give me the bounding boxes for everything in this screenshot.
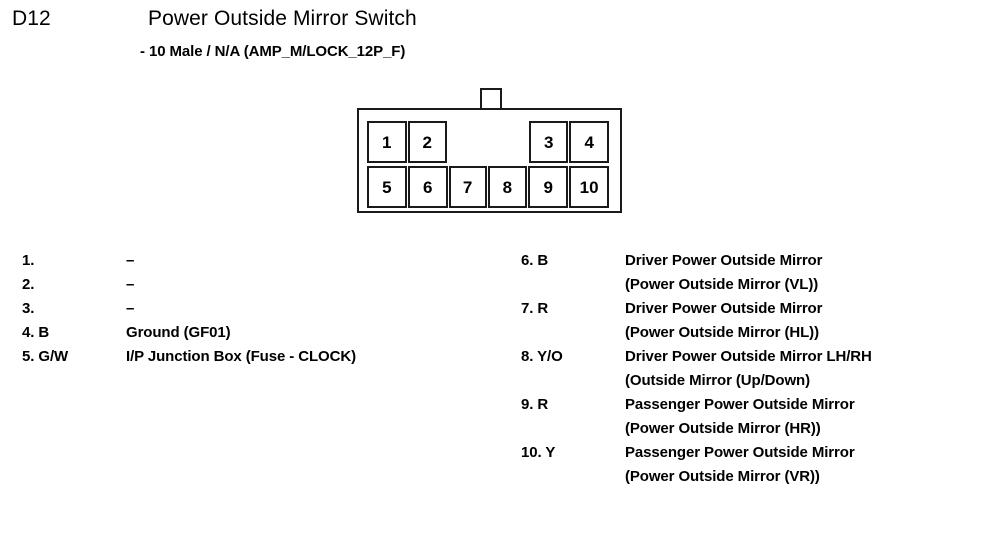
pin-entry-3: 3. – bbox=[22, 300, 492, 324]
pin-entry-7: 7. R Driver Power Outside Mirror (Power … bbox=[521, 300, 981, 348]
pin-cavity-10: 10 bbox=[569, 166, 609, 208]
connector-latch-tab bbox=[480, 88, 502, 110]
pin-description: – bbox=[126, 276, 135, 293]
pin-entry-8: 8. Y/O Driver Power Outside Mirror LH/RH… bbox=[521, 348, 981, 396]
connector-code: D12 bbox=[12, 7, 51, 30]
pin-description-list-left: 1. – 2. – 3. – 4. B Ground (GF01) 5. G/W… bbox=[22, 252, 492, 372]
pin-line: 3. – bbox=[22, 300, 492, 324]
connector-pin-row-bottom: 5 6 7 8 9 10 bbox=[367, 166, 610, 208]
pin-line-continued: (Power Outside Mirror (VR)) bbox=[521, 468, 981, 492]
pin-line: 2. – bbox=[22, 276, 492, 300]
pin-line-continued: (Outside Mirror (Up/Down) bbox=[521, 372, 981, 396]
pin-line: 7. R Driver Power Outside Mirror bbox=[521, 300, 981, 324]
pin-description: Driver Power Outside Mirror LH/RH bbox=[625, 348, 872, 365]
pin-cavity-5: 5 bbox=[367, 166, 407, 208]
pin-line-continued: (Power Outside Mirror (HL)) bbox=[521, 324, 981, 348]
pin-description: – bbox=[126, 300, 135, 317]
pin-line-continued: (Power Outside Mirror (HR)) bbox=[521, 420, 981, 444]
pin-description: Passenger Power Outside Mirror bbox=[625, 444, 855, 461]
pin-description: – bbox=[126, 252, 135, 269]
pin-cavity-2: 2 bbox=[407, 121, 448, 163]
pin-number-and-color: 7. R bbox=[521, 300, 549, 317]
pin-description-secondary: (Power Outside Mirror (VR)) bbox=[625, 468, 820, 485]
page-title: Power Outside Mirror Switch bbox=[148, 7, 417, 30]
pin-number-and-color: 3. bbox=[22, 300, 35, 317]
pin-line: 1. – bbox=[22, 252, 492, 276]
connector-pin-row-top: 1 2 3 4 bbox=[367, 121, 610, 163]
pin-line: 9. R Passenger Power Outside Mirror bbox=[521, 396, 981, 420]
pin-cavity-3: 3 bbox=[528, 121, 569, 163]
connector-diagram: 1 2 3 4 5 6 7 8 9 10 bbox=[355, 88, 625, 218]
pin-description: Driver Power Outside Mirror bbox=[625, 252, 823, 269]
pin-row-gap bbox=[448, 121, 529, 163]
pin-line: 4. B Ground (GF01) bbox=[22, 324, 492, 348]
pin-line: 6. B Driver Power Outside Mirror bbox=[521, 252, 981, 276]
pin-entry-2: 2. – bbox=[22, 276, 492, 300]
pin-description: Ground (GF01) bbox=[126, 324, 231, 341]
pin-description-secondary: (Power Outside Mirror (HL)) bbox=[625, 324, 819, 341]
pin-number-and-color: 8. Y/O bbox=[521, 348, 563, 365]
pin-entry-1: 1. – bbox=[22, 252, 492, 276]
pin-description-secondary: (Power Outside Mirror (HR)) bbox=[625, 420, 821, 437]
pin-number-and-color: 6. B bbox=[521, 252, 549, 269]
pin-description: Driver Power Outside Mirror bbox=[625, 300, 823, 317]
pin-entry-4: 4. B Ground (GF01) bbox=[22, 324, 492, 348]
pin-description-list-right: 6. B Driver Power Outside Mirror (Power … bbox=[521, 252, 981, 492]
pin-number-and-color: 1. bbox=[22, 252, 35, 269]
pin-cavity-6: 6 bbox=[407, 166, 448, 208]
pin-line: 8. Y/O Driver Power Outside Mirror LH/RH bbox=[521, 348, 981, 372]
pin-line-continued: (Power Outside Mirror (VL)) bbox=[521, 276, 981, 300]
pin-number-and-color: 10. Y bbox=[521, 444, 556, 461]
pin-entry-10: 10. Y Passenger Power Outside Mirror (Po… bbox=[521, 444, 981, 492]
pin-line: 10. Y Passenger Power Outside Mirror bbox=[521, 444, 981, 468]
pin-description-secondary: (Power Outside Mirror (VL)) bbox=[625, 276, 819, 293]
pin-cavity-8: 8 bbox=[487, 166, 528, 208]
pin-number-and-color: 2. bbox=[22, 276, 35, 293]
pin-number-and-color: 4. B bbox=[22, 324, 50, 341]
connector-subtitle: - 10 Male / N/A (AMP_M/LOCK_12P_F) bbox=[140, 43, 406, 60]
pin-entry-9: 9. R Passenger Power Outside Mirror (Pow… bbox=[521, 396, 981, 444]
pin-entry-6: 6. B Driver Power Outside Mirror (Power … bbox=[521, 252, 981, 300]
pin-description: Passenger Power Outside Mirror bbox=[625, 396, 855, 413]
pin-line: 5. G/W I/P Junction Box (Fuse - CLOCK) bbox=[22, 348, 492, 372]
pin-number-and-color: 9. R bbox=[521, 396, 549, 413]
pin-number-and-color: 5. G/W bbox=[22, 348, 69, 365]
pin-description: I/P Junction Box (Fuse - CLOCK) bbox=[126, 348, 356, 365]
pin-cavity-9: 9 bbox=[528, 166, 569, 208]
pin-cavity-1: 1 bbox=[367, 121, 407, 163]
pin-cavity-7: 7 bbox=[448, 166, 487, 208]
pin-cavity-4: 4 bbox=[569, 121, 609, 163]
pin-description-secondary: (Outside Mirror (Up/Down) bbox=[625, 372, 810, 389]
pin-entry-5: 5. G/W I/P Junction Box (Fuse - CLOCK) bbox=[22, 348, 492, 372]
